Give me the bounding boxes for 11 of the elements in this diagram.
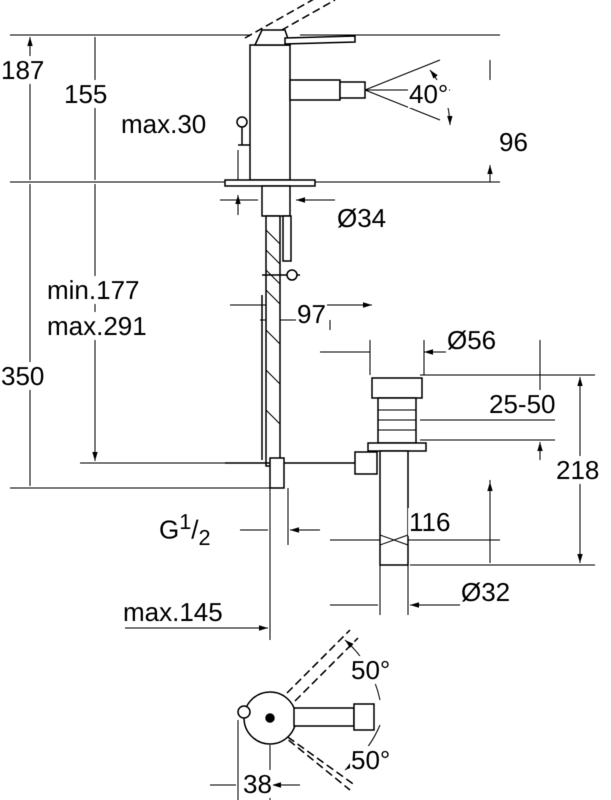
dimension-label: min.177 xyxy=(46,276,140,304)
dimension-label: 50° xyxy=(350,656,392,684)
dimension-label: 155 xyxy=(63,80,108,108)
dimension-label: 350 xyxy=(0,362,46,390)
dimension-label: max.291 xyxy=(46,312,148,340)
dimension-label: 116 xyxy=(408,508,452,536)
dimension-label: 25-50 xyxy=(488,390,556,418)
dimension-label: 40° xyxy=(408,80,450,108)
dimension-label: 187 xyxy=(0,56,46,84)
dimension-label: 38 xyxy=(242,770,273,798)
dimension-label: 218 xyxy=(555,456,600,484)
